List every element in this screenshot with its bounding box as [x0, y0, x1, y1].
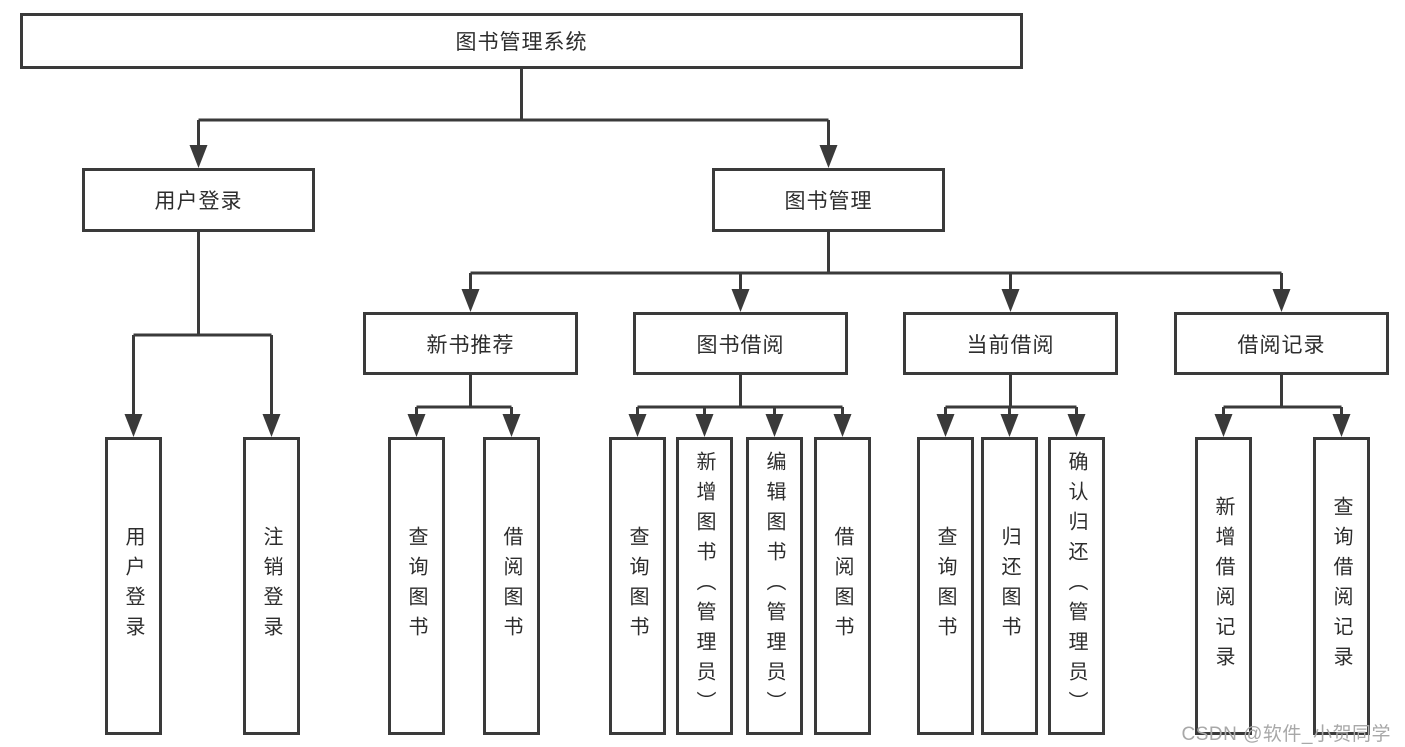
node-label: 用户登录	[154, 190, 243, 213]
leaf-add-borrow-record: 新增借阅记录	[1195, 437, 1252, 735]
node-label: 查询图书	[405, 526, 427, 646]
node-label: 借阅记录	[1237, 333, 1326, 357]
connector-lines	[132, 69, 1343, 419]
node-label: 图书管理系统	[455, 31, 588, 54]
leaf-add-books-admin: 新增图书（管理员）	[676, 437, 733, 735]
node-current-borrowing: 当前借阅	[903, 312, 1118, 375]
node-label: 归还图书	[998, 526, 1020, 646]
node-label: 编辑图书（管理员）	[763, 451, 785, 721]
leaf-edit-books-admin: 编辑图书（管理员）	[746, 437, 803, 735]
node-new-book-recommend: 新书推荐	[363, 312, 578, 375]
node-label: 查询借阅记录	[1330, 496, 1352, 676]
node-user-login-branch: 用户登录	[82, 168, 315, 232]
node-label: 借阅图书	[831, 526, 853, 646]
node-label: 注销登录	[260, 526, 282, 646]
leaf-query-books-1: 查询图书	[388, 437, 445, 735]
node-label: 新增图书（管理员）	[693, 451, 715, 721]
node-label: 确认归还（管理员）	[1065, 451, 1087, 721]
node-borrowing-records: 借阅记录	[1174, 312, 1389, 375]
leaf-query-books-3: 查询图书	[917, 437, 974, 735]
node-book-borrowing: 图书借阅	[633, 312, 848, 375]
node-label: 新增借阅记录	[1212, 496, 1234, 676]
node-book-management-branch: 图书管理	[712, 168, 945, 232]
csdn-watermark: CSDN @软件_小贺同学	[1181, 724, 1391, 745]
node-label: 当前借阅	[966, 333, 1055, 357]
leaf-confirm-return-admin: 确认归还（管理员）	[1048, 437, 1105, 735]
leaf-return-books: 归还图书	[981, 437, 1038, 735]
leaf-query-borrow-record: 查询借阅记录	[1313, 437, 1370, 735]
node-label: 查询图书	[626, 526, 648, 646]
node-label: 新书推荐	[426, 333, 515, 357]
leaf-borrow-books-2: 借阅图书	[814, 437, 871, 735]
node-label: 图书借阅	[696, 333, 785, 357]
leaf-borrow-books-1: 借阅图书	[483, 437, 540, 735]
arrowhead-icons	[124, 145, 1351, 437]
node-library-system: 图书管理系统	[20, 13, 1023, 69]
leaf-logout: 注销登录	[243, 437, 300, 735]
node-label: 查询图书	[934, 526, 956, 646]
node-label: 图书管理	[784, 190, 873, 213]
leaf-query-books-2: 查询图书	[609, 437, 666, 735]
node-label: 用户登录	[122, 526, 144, 646]
node-label: 借阅图书	[500, 526, 522, 646]
leaf-user-login: 用户登录	[105, 437, 162, 735]
